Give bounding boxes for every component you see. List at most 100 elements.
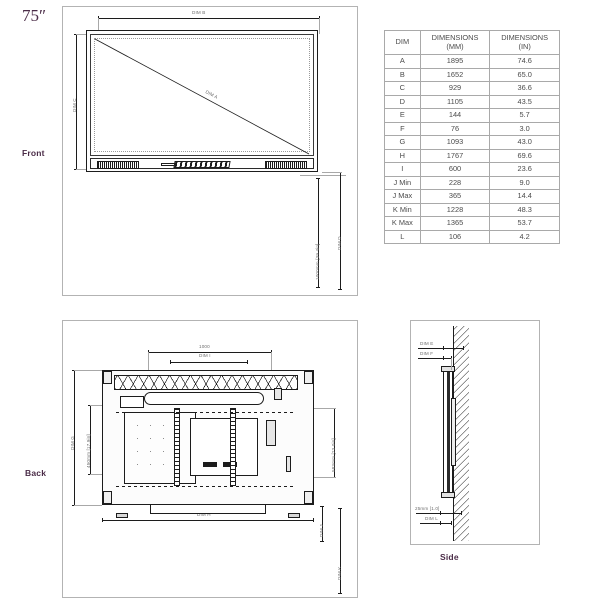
right-vertical-ext-bottom (300, 477, 336, 478)
dim-j-tick-top (320, 506, 324, 507)
cell-in: 43.5 (489, 94, 560, 110)
back-label-area (120, 396, 144, 408)
dim-d-ext-top (322, 172, 342, 173)
dim-i-tick-right (247, 360, 248, 364)
dim-e-line (418, 348, 464, 349)
back-corner-tr (304, 371, 313, 384)
cell-dim: B (384, 67, 421, 83)
display-screen-area (94, 38, 310, 152)
cell-mm: 1105 (419, 94, 491, 110)
dim-g-ext-bottom (74, 505, 102, 506)
dim-e-tick-right (463, 346, 464, 350)
cell-in: 4.2 (489, 229, 560, 245)
dim-k-tick-top (338, 508, 342, 509)
back-center-module (190, 418, 258, 476)
dim-l-line (420, 523, 452, 524)
view-label-side: Side (440, 552, 459, 562)
dim-b-ext-right (319, 18, 320, 34)
back-port-top (274, 388, 282, 400)
cell-mm: 365 (419, 189, 491, 204)
cell-mm: 1365 (419, 216, 491, 231)
back-port-side (286, 456, 291, 472)
dim-c-line (76, 34, 77, 170)
cell-in: 14.4 (489, 189, 560, 204)
cell-in: 23.6 (489, 162, 560, 177)
cell-dim: L (384, 229, 421, 245)
dim-i-line (170, 362, 248, 363)
cell-mm: 1767 (419, 148, 491, 164)
back-carry-handle (144, 392, 264, 405)
cell-dim: C (384, 81, 421, 96)
back-corner-tl (103, 371, 112, 384)
cell-dim: D (384, 94, 421, 110)
dim-h-tick-right (313, 518, 314, 522)
cell-mm: 144 (419, 108, 491, 123)
dim-c-label: DIM C (72, 98, 77, 112)
back-bottom-lip (150, 504, 266, 514)
cell-dim: H (384, 148, 421, 164)
header-mm: DIMENSIONS (MM) (419, 29, 491, 56)
header-dim: DIM (384, 29, 421, 56)
dim-c-ext-bottom (76, 169, 90, 170)
mount-height-tick-top (316, 178, 320, 179)
right-vertical-ext-top (300, 408, 336, 409)
side-wall-bracket (451, 398, 456, 466)
wall-gap-label: 25mm [1.0] (414, 506, 441, 511)
dim-g-line (74, 370, 75, 506)
dim-c-ext-top (76, 34, 90, 35)
side-top-cap (441, 366, 455, 372)
cell-in: 53.7 (489, 216, 560, 231)
back-foot-right (288, 513, 300, 518)
cell-dim: J Max (384, 189, 421, 204)
dim-i-label: DIM I (198, 353, 212, 358)
cell-in: 69.6 (489, 148, 560, 164)
cell-mm: 600 (419, 162, 491, 177)
dim-f-label: DIM F (419, 351, 435, 356)
back-vent-array (114, 375, 298, 390)
cell-in: 36.6 (489, 81, 560, 96)
cell-dim: J Min (384, 175, 421, 191)
dim-e-label: DIM E (419, 341, 435, 346)
dim-g-ext-top (74, 370, 102, 371)
cell-in: 65.0 (489, 67, 560, 83)
wall-gap-tick-left (440, 511, 441, 515)
mount-centerline-upper (116, 412, 296, 413)
cell-in: 74.6 (489, 54, 560, 69)
wall-gap-tick-right (461, 511, 462, 515)
mount-height-tick-bottom (316, 287, 320, 288)
mount-height-line (318, 178, 319, 288)
table-header-row: DIM DIMENSIONS (MM) DIMENSIONS (IN) (384, 29, 560, 56)
dim-d-tick-bottom (338, 289, 342, 290)
dim-k-tick-bottom (338, 593, 342, 594)
back-display-unit (102, 370, 314, 518)
back-foot-left (116, 513, 128, 518)
cell-in: 9.0 (489, 175, 560, 191)
mount-span-ext-left (148, 352, 149, 370)
cell-dim: F (384, 121, 421, 137)
vesa-vertical-line (90, 405, 91, 475)
dim-g-label: DIM G (70, 435, 75, 450)
dim-j-line (322, 506, 323, 542)
cell-dim: I (384, 162, 421, 177)
mount-span-outer-line (148, 352, 272, 353)
dim-b-line (98, 18, 320, 19)
cell-mm: 1652 (419, 67, 491, 83)
back-port-io (266, 420, 276, 446)
dim-h-tick-left (102, 518, 103, 522)
dim-l-tick-right (451, 521, 452, 525)
mount-centerline-lower (116, 486, 296, 487)
cell-dim: A (384, 54, 421, 69)
mount-span-ext-right (271, 352, 272, 370)
dim-l-label: DIM L (424, 516, 440, 521)
floor-ref-upper (300, 175, 346, 176)
cell-dim: K Min (384, 202, 421, 218)
view-label-back: Back (25, 468, 47, 478)
